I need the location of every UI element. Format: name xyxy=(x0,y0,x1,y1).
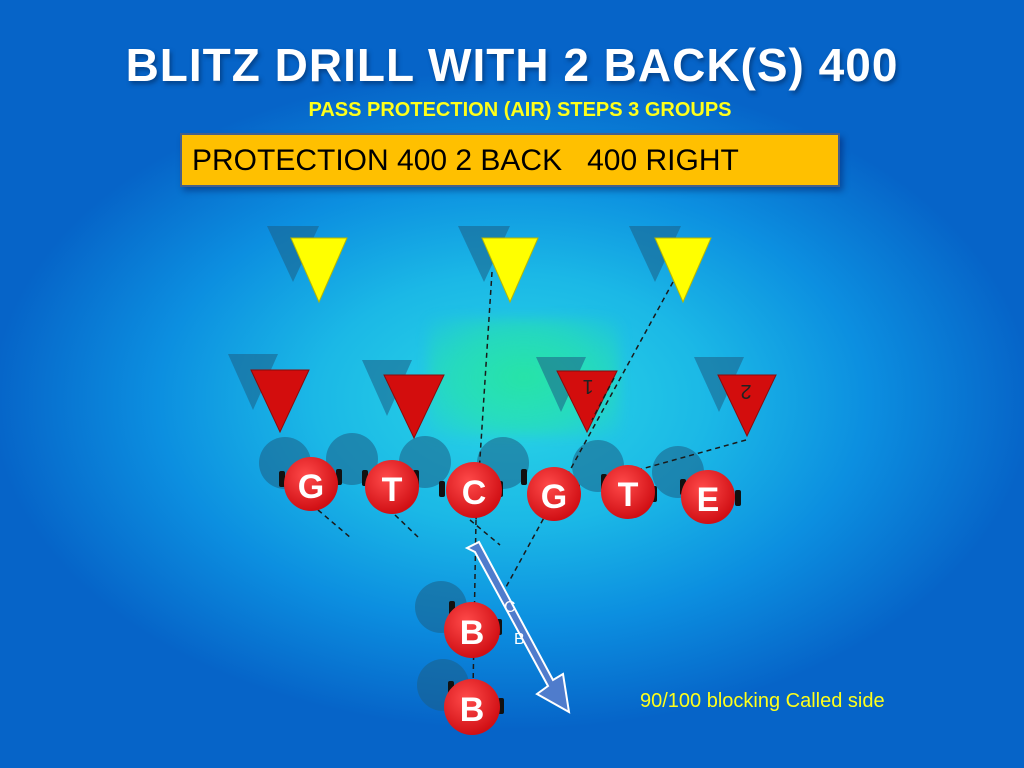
back-to-rlb-line xyxy=(499,281,674,599)
page-title: BLITZ DRILL WITH 2 BACK(S) 400 xyxy=(125,39,899,91)
right-guard-label: G xyxy=(541,478,567,516)
defender-1 xyxy=(250,369,310,434)
back-lower-label: B xyxy=(460,691,485,729)
defender-3-label: 1 xyxy=(582,375,593,397)
defender-2 xyxy=(383,374,445,440)
player-left-tackle: T xyxy=(362,460,419,514)
route-arrow-shape xyxy=(464,540,571,714)
tackle-to-dl4-line xyxy=(637,439,747,471)
player-center: C xyxy=(439,462,503,518)
defender-4 xyxy=(717,374,777,438)
linebacker-middle xyxy=(481,237,539,304)
left-guard-label: G xyxy=(298,468,324,506)
guard-to-dl3-line xyxy=(591,377,615,421)
blocking-footnote: 90/100 blocking Called side xyxy=(640,690,885,712)
defender-3 xyxy=(556,370,618,434)
defender-4-label: 2 xyxy=(740,380,751,402)
dl-4-shadow xyxy=(694,357,744,412)
player-left-guard: G xyxy=(279,457,342,511)
player-back-lower: B xyxy=(444,679,504,735)
end-label: E xyxy=(697,481,720,519)
player-back-upper: B xyxy=(444,601,502,658)
linebacker-left xyxy=(290,237,348,304)
protection-call-box: PROTECTION 400 2 BACK 400 RIGHT xyxy=(180,133,840,187)
arrow-label-c: C xyxy=(504,599,516,616)
left-guard-step-line xyxy=(317,509,352,539)
left-tackle-step-line xyxy=(394,514,419,538)
player-right-tackle: T xyxy=(601,465,657,519)
back-upper-label: B xyxy=(460,614,485,652)
player-end: E xyxy=(680,470,741,524)
player-right-guard: G xyxy=(521,467,581,521)
center-label: C xyxy=(462,474,487,512)
dl-2-shadow xyxy=(362,360,412,416)
center-step-line xyxy=(469,519,501,546)
route-arrow: C B xyxy=(464,540,571,714)
right-tackle-label: T xyxy=(618,476,639,514)
dl-1-shadow xyxy=(228,354,278,410)
linebacker-right xyxy=(654,237,712,304)
page-subtitle: PASS PROTECTION (AIR) STEPS 3 GROUPS xyxy=(308,99,732,121)
arrow-label-b: B xyxy=(514,631,525,648)
left-tackle-label: T xyxy=(382,471,403,509)
